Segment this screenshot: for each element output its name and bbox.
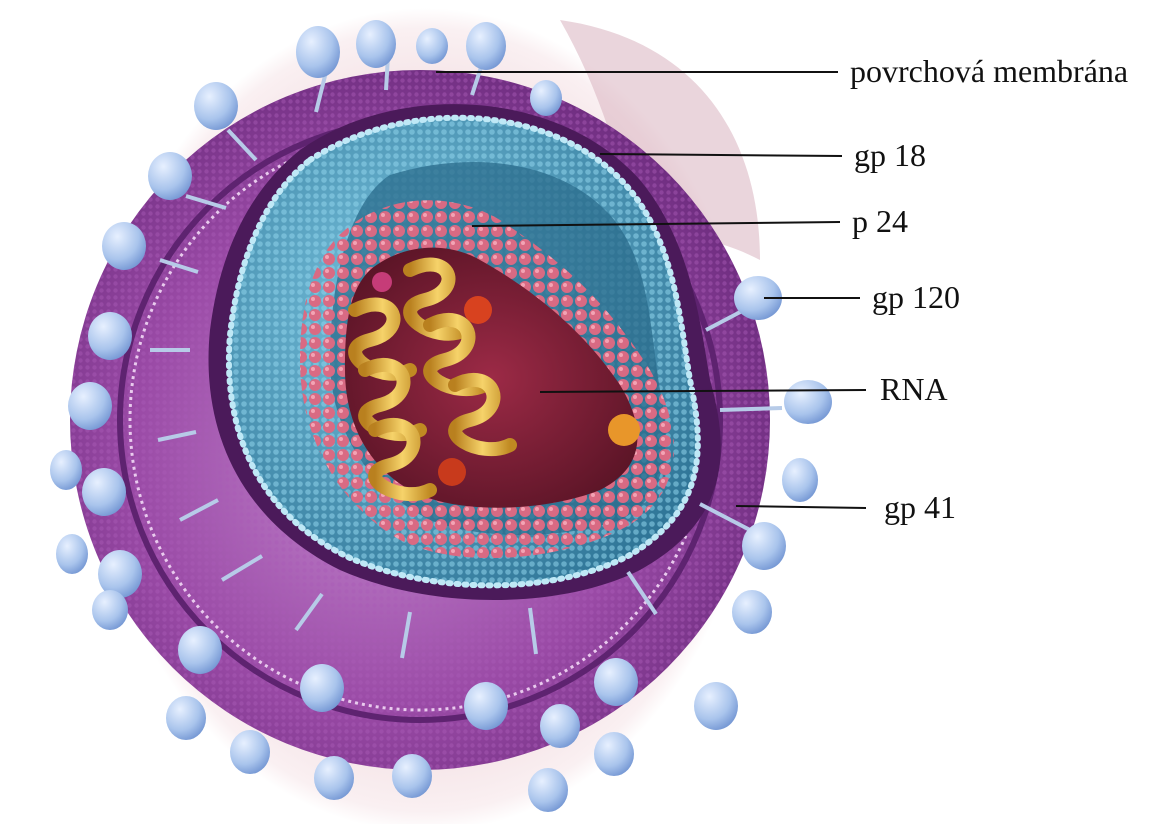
spike [732, 590, 772, 634]
spike [540, 704, 580, 748]
spike [594, 732, 634, 776]
label-gp41: gp 41 [884, 489, 956, 525]
spike [742, 522, 786, 570]
enzyme-sphere [608, 414, 640, 446]
label-rna: RNA [880, 371, 948, 407]
spike [530, 80, 562, 116]
spike [166, 696, 206, 740]
spike [392, 754, 432, 798]
spike [56, 534, 88, 574]
enzyme-sphere [438, 458, 466, 486]
spike [528, 768, 568, 812]
spike [50, 450, 82, 490]
enzyme-sphere [464, 296, 492, 324]
spike [92, 590, 128, 630]
label-surface-membrane: povrchová membrána [850, 53, 1128, 89]
label-gp120: gp 120 [872, 279, 960, 315]
spike [230, 730, 270, 774]
spike [782, 458, 818, 502]
spike [314, 756, 354, 800]
label-gp18: gp 18 [854, 137, 926, 173]
enzyme-sphere [372, 272, 392, 292]
label-p24: p 24 [852, 203, 908, 239]
spike [416, 28, 448, 64]
